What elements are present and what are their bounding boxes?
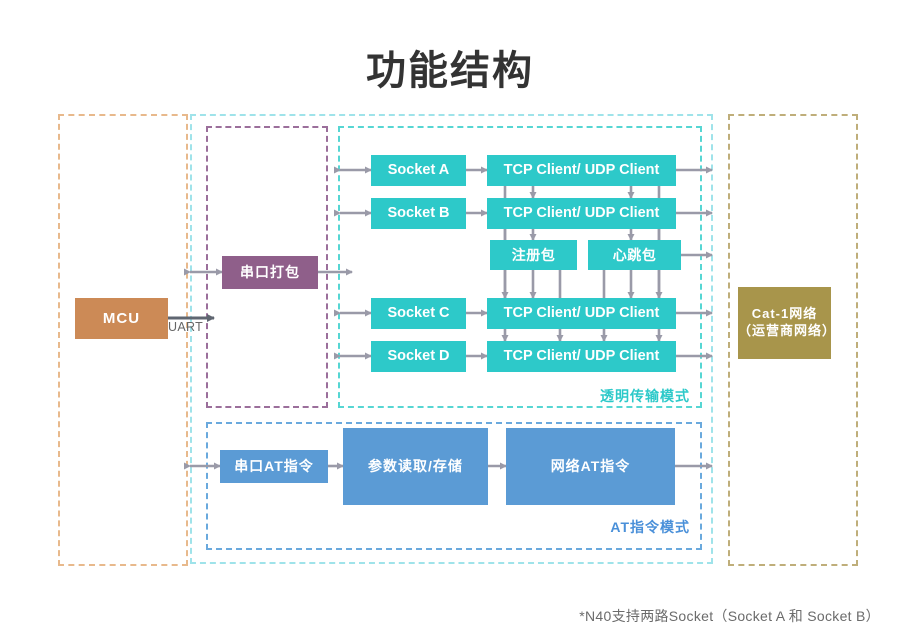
- page-title: 功能结构: [366, 49, 534, 93]
- tcp-udp-client-label-4: TCP Client/ UDP Client: [503, 348, 660, 365]
- heartbeat-packet-label: 心跳包: [612, 246, 657, 263]
- param-read-store-label: 参数读取/存储: [368, 458, 463, 475]
- serial-packing-label: 串口打包: [240, 264, 300, 281]
- param-read-store-box[interactable]: 参数读取/存储: [343, 428, 488, 505]
- at-mode-label: AT指令模式: [610, 519, 690, 535]
- network-line2: （运营商网络）: [738, 323, 837, 338]
- module-region-border: [190, 114, 713, 564]
- socket-c-box[interactable]: Socket C: [371, 298, 466, 329]
- socket-a-box[interactable]: Socket A: [371, 155, 466, 186]
- tcp-udp-client-label-2: TCP Client/ UDP Client: [503, 205, 660, 222]
- serial-region-border: [206, 126, 328, 408]
- tcp-udp-client-box-4[interactable]: TCP Client/ UDP Client: [487, 341, 676, 372]
- socket-b-label: Socket B: [387, 205, 450, 222]
- socket-d-label: Socket D: [387, 348, 450, 365]
- uart-label: UART: [168, 320, 204, 334]
- mcu-label: MCU: [102, 309, 141, 327]
- transparent-mode-label: 透明传输模式: [600, 388, 690, 404]
- transparent-region-border: [338, 126, 702, 408]
- socket-c-label: Socket C: [387, 305, 450, 322]
- network-line1: Cat-1网络: [751, 306, 818, 322]
- socket-a-label: Socket A: [387, 162, 450, 179]
- footnote: *N40支持两路Socket（Socket A 和 Socket B）: [579, 608, 880, 624]
- register-packet-box[interactable]: 注册包: [490, 240, 577, 270]
- tcp-udp-client-label-1: TCP Client/ UDP Client: [503, 162, 660, 179]
- register-packet-label: 注册包: [511, 246, 556, 263]
- network-at-command-label: 网络AT指令: [550, 458, 631, 475]
- tcp-udp-client-box-1[interactable]: TCP Client/ UDP Client: [487, 155, 676, 186]
- socket-d-box[interactable]: Socket D: [371, 341, 466, 372]
- tcp-udp-client-label-3: TCP Client/ UDP Client: [503, 305, 660, 322]
- network-box[interactable]: Cat-1网络 （运营商网络）: [738, 287, 837, 359]
- mcu-box[interactable]: MCU: [75, 298, 168, 339]
- serial-at-command-label: 串口AT指令: [234, 458, 314, 475]
- serial-at-command-box[interactable]: 串口AT指令: [220, 450, 328, 483]
- heartbeat-packet-box[interactable]: 心跳包: [588, 240, 681, 270]
- network-at-command-box[interactable]: 网络AT指令: [506, 428, 675, 505]
- tcp-udp-client-box-3[interactable]: TCP Client/ UDP Client: [487, 298, 676, 329]
- network-region-border: [728, 114, 858, 566]
- serial-packing-box[interactable]: 串口打包: [222, 256, 318, 289]
- socket-b-box[interactable]: Socket B: [371, 198, 466, 229]
- tcp-udp-client-box-2[interactable]: TCP Client/ UDP Client: [487, 198, 676, 229]
- mcu-region-border: [58, 114, 188, 566]
- at-region-border: [206, 422, 702, 550]
